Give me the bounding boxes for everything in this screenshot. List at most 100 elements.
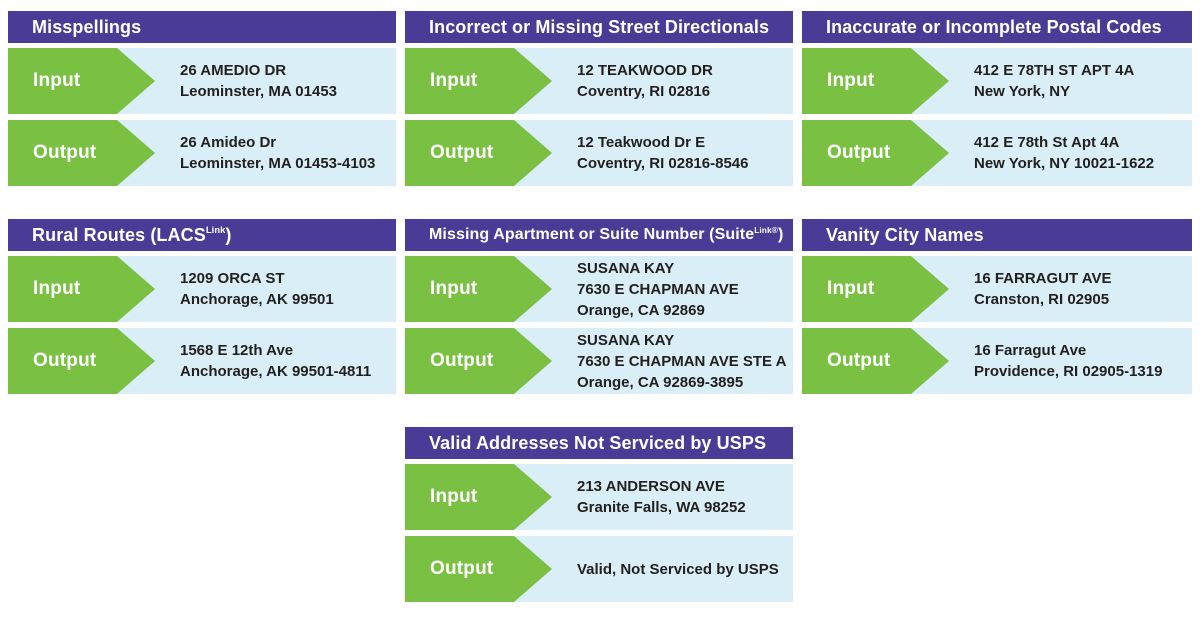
panel-postal-codes: Inaccurate or Incomplete Postal Codes In…: [802, 11, 1192, 186]
input-address: 213 ANDERSON AVE Granite Falls, WA 98252: [577, 476, 793, 518]
input-arrow-icon: Input: [802, 48, 949, 114]
input-row: Input SUSANA KAY 7630 E CHAPMAN AVE Oran…: [405, 256, 793, 322]
input-label: Input: [827, 278, 875, 299]
panel-title: Valid Addresses Not Serviced by USPS: [405, 427, 793, 459]
output-label: Output: [430, 558, 494, 579]
input-row: Input 26 AMEDIO DR Leominster, MA 01453: [8, 48, 396, 114]
input-address: SUSANA KAY 7630 E CHAPMAN AVE Orange, CA…: [577, 258, 793, 321]
panel-title: Incorrect or Missing Street Directionals: [405, 11, 793, 43]
address-line: 12 TEAKWOOD DR: [577, 62, 713, 79]
address-line: New York, NY 10021-1622: [974, 155, 1155, 172]
address-line: Providence, RI 02905-1319: [974, 363, 1163, 380]
address-line: 7630 E CHAPMAN AVE: [577, 280, 739, 298]
address-line: 16 FARRAGUT AVE: [974, 270, 1112, 287]
address-line: 12 Teakwood Dr E: [577, 134, 706, 151]
input-label: Input: [827, 70, 875, 91]
output-address: 412 E 78th St Apt 4A New York, NY 10021-…: [974, 132, 1192, 174]
input-address: 1209 ORCA ST Anchorage, AK 99501: [180, 268, 396, 310]
address-line: 26 AMEDIO DR: [180, 62, 287, 79]
output-row: Output 12 Teakwood Dr E Coventry, RI 028…: [405, 120, 793, 186]
input-arrow-icon: Input: [8, 48, 155, 114]
panel-title-text: Inaccurate or Incomplete Postal Codes: [826, 16, 1162, 37]
input-address: 412 E 78TH ST APT 4A New York, NY: [974, 60, 1192, 102]
input-label: Input: [430, 70, 478, 91]
output-address: Valid, Not Serviced by USPS: [577, 559, 793, 580]
input-row: Input 1209 ORCA ST Anchorage, AK 99501: [8, 256, 396, 322]
address-line: Coventry, RI 02816-8546: [577, 155, 749, 172]
panel-title: Misspellings: [8, 11, 396, 43]
panel-title-text: Valid Addresses Not Serviced by USPS: [429, 432, 767, 453]
output-arrow-icon: Output: [802, 120, 949, 186]
panel-title-text: Vanity City Names: [826, 224, 984, 245]
panel-title: Missing Apartment or Suite Number (Suite…: [405, 219, 793, 251]
input-row: Input 16 FARRAGUT AVE Cranston, RI 02905: [802, 256, 1192, 322]
output-address: 16 Farragut Ave Providence, RI 02905-131…: [974, 340, 1192, 382]
address-line: Leominster, MA 01453-4103: [180, 155, 376, 172]
panel-title: Inaccurate or Incomplete Postal Codes: [802, 11, 1192, 43]
address-line: 412 E 78th St Apt 4A: [974, 134, 1120, 151]
output-row: Output 1568 E 12th Ave Anchorage, AK 995…: [8, 328, 396, 394]
output-label: Output: [827, 350, 891, 371]
panel-title-text: Rural Routes (LACS: [32, 224, 206, 245]
input-arrow-icon: Input: [8, 256, 155, 322]
address-line: Cranston, RI 02905: [974, 291, 1110, 308]
panel-title-suffix: ): [777, 226, 784, 243]
input-arrow-icon: Input: [802, 256, 949, 322]
input-row: Input 12 TEAKWOOD DR Coventry, RI 02816: [405, 48, 793, 114]
input-address: 16 FARRAGUT AVE Cranston, RI 02905: [974, 268, 1192, 310]
output-row: Output 26 Amideo Dr Leominster, MA 01453…: [8, 120, 396, 186]
input-row: Input 412 E 78TH ST APT 4A New York, NY: [802, 48, 1192, 114]
output-row: Output Valid, Not Serviced by USPS: [405, 536, 793, 602]
address-line: 26 Amideo Dr: [180, 134, 277, 151]
panel-title-text: Incorrect or Missing Street Directionals: [429, 16, 770, 37]
panel-street-directionals: Incorrect or Missing Street Directionals…: [405, 11, 793, 186]
output-label: Output: [430, 142, 494, 163]
output-label: Output: [827, 142, 891, 163]
output-arrow-icon: Output: [8, 120, 155, 186]
address-line: SUSANA KAY: [577, 331, 675, 349]
panel-title-superscript: Link®: [754, 225, 778, 236]
output-arrow-icon: Output: [802, 328, 949, 394]
address-line: Anchorage, AK 99501: [180, 291, 334, 308]
output-label: Output: [33, 350, 97, 371]
address-line: 412 E 78TH ST APT 4A: [974, 62, 1135, 79]
address-line: Coventry, RI 02816: [577, 83, 711, 100]
address-line: SUSANA KAY: [577, 259, 675, 277]
input-label: Input: [430, 486, 478, 507]
output-arrow-icon: Output: [405, 536, 552, 602]
address-line: Leominster, MA 01453: [180, 83, 338, 100]
panel-title-text: Misspellings: [32, 16, 142, 37]
input-address: 26 AMEDIO DR Leominster, MA 01453: [180, 60, 396, 102]
address-line: 7630 E CHAPMAN AVE STE A: [577, 352, 787, 370]
input-label: Input: [33, 278, 81, 299]
panel-misspellings: Misspellings Input 26 AMEDIO DR Leominst…: [8, 11, 396, 186]
output-arrow-icon: Output: [405, 328, 552, 394]
output-arrow-icon: Output: [405, 120, 552, 186]
output-address: SUSANA KAY 7630 E CHAPMAN AVE STE A Oran…: [577, 330, 793, 393]
output-address: 1568 E 12th Ave Anchorage, AK 99501-4811: [180, 340, 396, 382]
panel-title-superscript: Link: [205, 224, 226, 235]
address-line: Orange, CA 92869: [577, 301, 705, 319]
address-line: Granite Falls, WA 98252: [577, 499, 746, 516]
input-label: Input: [33, 70, 81, 91]
panel-vanity-city-names: Vanity City Names Input 16 FARRAGUT AVE …: [802, 219, 1192, 394]
address-line: 1209 ORCA ST: [180, 270, 285, 287]
address-line: New York, NY: [974, 83, 1071, 100]
panel-not-serviced-by-usps: Valid Addresses Not Serviced by USPS Inp…: [405, 427, 793, 602]
panel-suite-number: Missing Apartment or Suite Number (Suite…: [405, 219, 793, 394]
address-line: 1568 E 12th Ave: [180, 342, 294, 359]
input-arrow-icon: Input: [405, 464, 552, 530]
panel-title-suffix: ): [225, 224, 232, 245]
address-line: 16 Farragut Ave: [974, 342, 1087, 359]
input-label: Input: [430, 278, 478, 299]
address-line: Orange, CA 92869-3895: [577, 373, 744, 391]
output-address: 26 Amideo Dr Leominster, MA 01453-4103: [180, 132, 396, 174]
output-arrow-icon: Output: [8, 328, 155, 394]
output-label: Output: [33, 142, 97, 163]
input-address: 12 TEAKWOOD DR Coventry, RI 02816: [577, 60, 793, 102]
panel-title: Vanity City Names: [802, 219, 1192, 251]
output-row: Output SUSANA KAY 7630 E CHAPMAN AVE STE…: [405, 328, 793, 394]
input-row: Input 213 ANDERSON AVE Granite Falls, WA…: [405, 464, 793, 530]
